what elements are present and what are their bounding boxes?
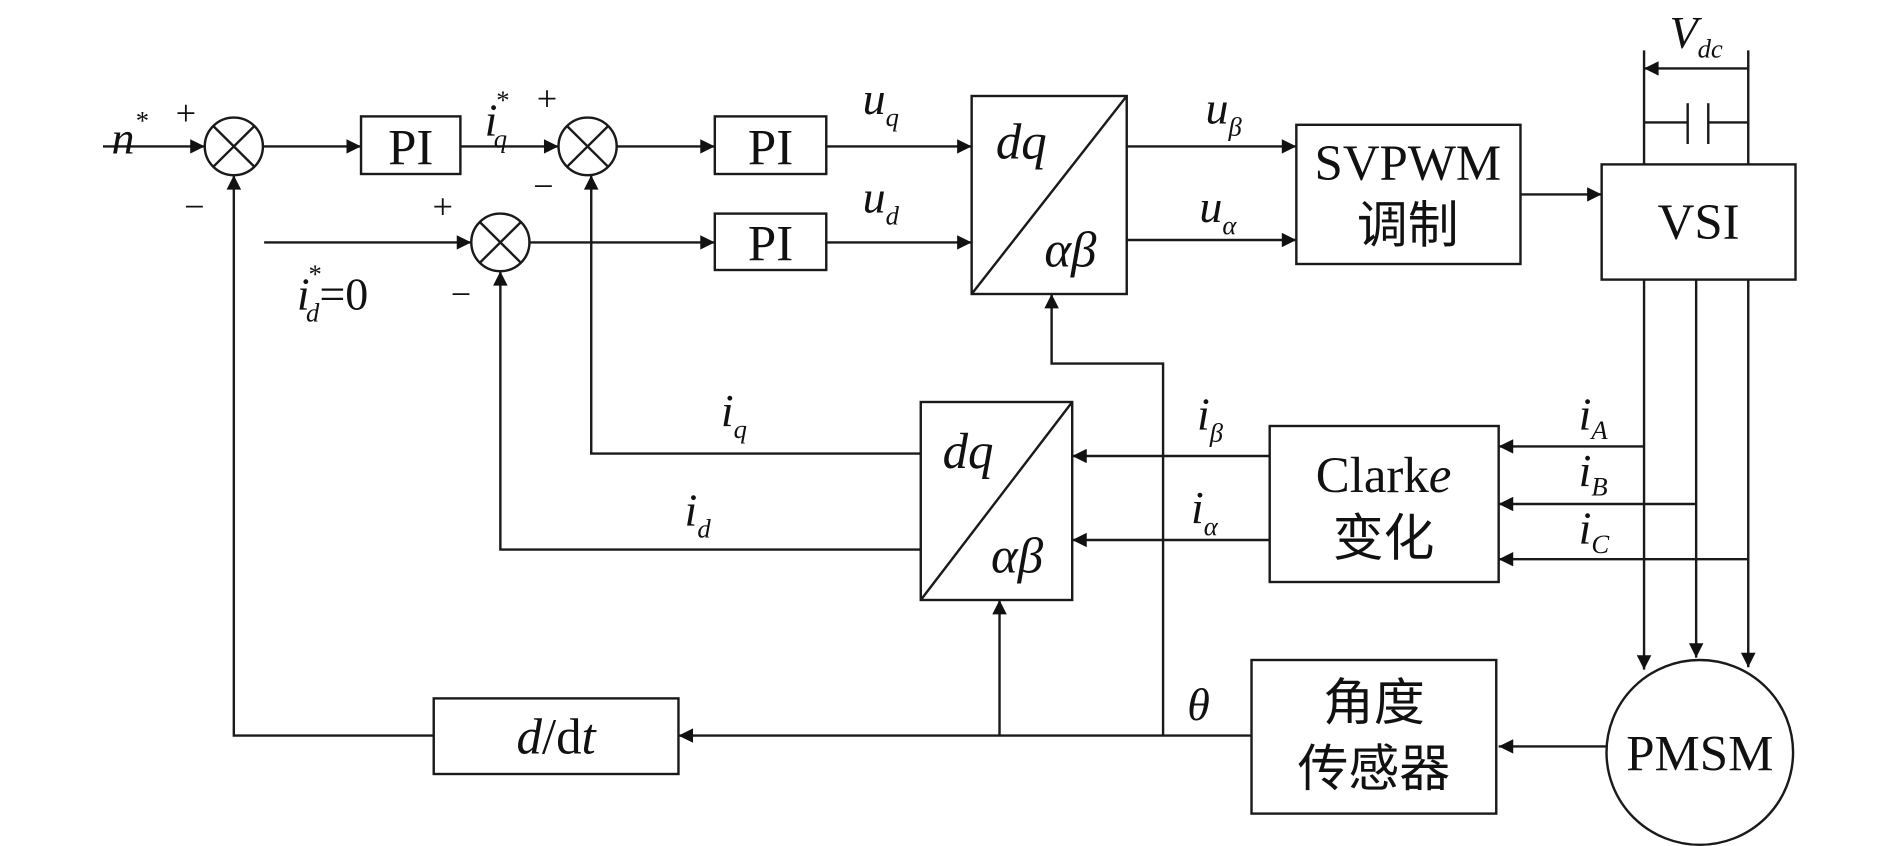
- derivative-label: d/dt: [517, 709, 598, 765]
- pi-speed-block: PI: [359, 115, 462, 176]
- label-iq-ref: i*q: [485, 85, 509, 153]
- park-block: dq αβ: [919, 400, 1074, 602]
- sign-plus: +: [433, 187, 454, 227]
- pmsm-motor: PMSM: [1605, 658, 1795, 846]
- clarke-label: Clarke: [1316, 447, 1452, 503]
- wires: [102, 50, 1756, 754]
- svpwm-sub-label: 调制: [1357, 198, 1459, 254]
- label-ib: iB: [1579, 445, 1608, 501]
- sign-plus: +: [176, 93, 197, 133]
- label-iq: iq: [721, 385, 747, 444]
- label-ic: iC: [1579, 503, 1610, 559]
- label-ualpha: uα: [1199, 181, 1237, 240]
- wire-iq-feedback: [583, 175, 921, 455]
- label-ia: iA: [1579, 389, 1609, 445]
- sum-junction-d: [470, 212, 531, 273]
- pi-d-label: PI: [748, 216, 793, 272]
- sign-plus: +: [537, 79, 558, 119]
- pi-q-label: PI: [748, 120, 793, 176]
- pi-q-block: PI: [713, 115, 828, 176]
- sign-minus: −: [184, 187, 205, 227]
- park-top-label: dq: [943, 423, 994, 479]
- label-vdc: Vdc: [1670, 7, 1723, 63]
- sum-junction-q: [557, 116, 618, 177]
- angle-sensor-block: 角度 传感器: [1250, 658, 1498, 815]
- label-ibeta: iβ: [1197, 389, 1224, 448]
- derivative-block: d/dt: [432, 697, 680, 776]
- vsi-label: VSI: [1658, 194, 1740, 250]
- inverse-park-bottom-label: αβ: [1044, 222, 1097, 278]
- wire-theta-inverse-park: [1044, 294, 1165, 736]
- wire-speed-feedback: [226, 175, 434, 737]
- clarke-sub-label: 变化: [1333, 511, 1435, 567]
- wire-id-feedback: [493, 271, 921, 551]
- label-ud: ud: [863, 172, 900, 231]
- sign-minus: −: [533, 166, 554, 206]
- sum-junction-speed: [203, 116, 265, 177]
- sign-minus: −: [451, 274, 472, 314]
- pi-speed-label: PI: [388, 120, 433, 176]
- label-ubeta: uβ: [1205, 83, 1242, 142]
- label-ialpha: iα: [1191, 482, 1219, 541]
- angle-sensor-sub-label: 传感器: [1298, 741, 1451, 797]
- clarke-block: Clarke 变化: [1268, 424, 1500, 584]
- label-theta: θ: [1187, 679, 1210, 730]
- pmsm-label: PMSM: [1626, 726, 1773, 782]
- vsi-block: VSI: [1600, 163, 1797, 281]
- park-bottom-label: αβ: [991, 528, 1044, 584]
- pi-d-block: PI: [713, 212, 828, 272]
- label-n-ref: n*: [111, 106, 148, 164]
- inverse-park-top-label: dq: [996, 114, 1047, 170]
- svpwm-label: SVPWM: [1315, 135, 1502, 191]
- angle-sensor-label: 角度: [1323, 675, 1425, 731]
- label-id: id: [685, 485, 712, 544]
- inverse-park-block: dq αβ: [970, 94, 1128, 296]
- label-id-ref: i*d=0: [297, 259, 368, 327]
- svpwm-block: SVPWM 调制: [1295, 123, 1522, 266]
- label-uq: uq: [863, 73, 899, 132]
